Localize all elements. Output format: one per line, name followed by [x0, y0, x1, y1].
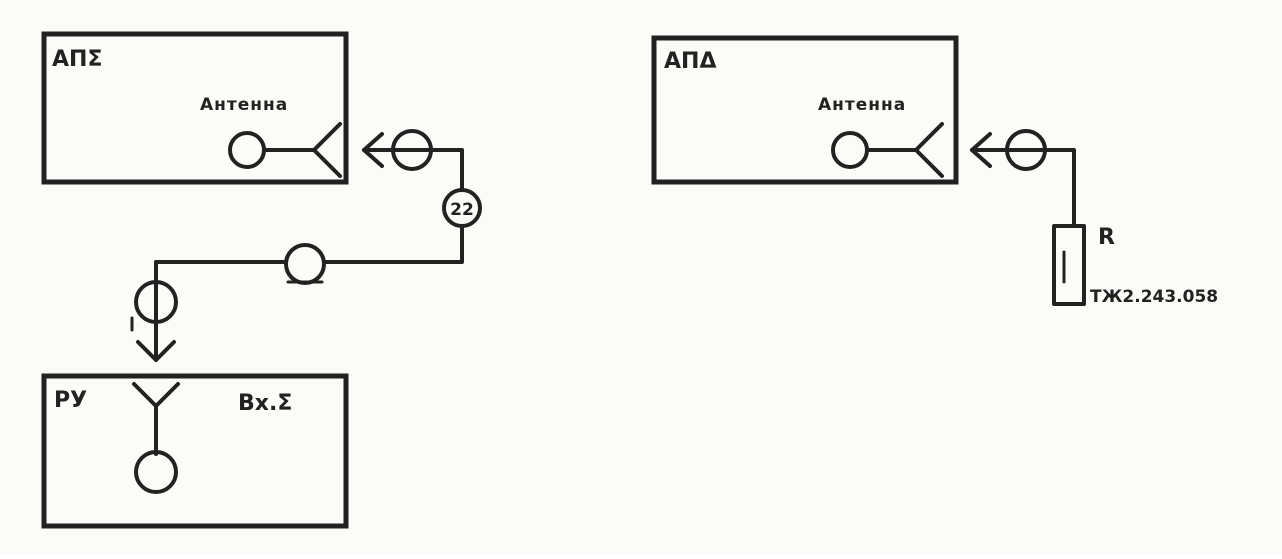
block-ru-label: РУ — [54, 388, 87, 413]
block-ru-input-connector — [132, 382, 180, 494]
block-apd: АПΔ Антенна — [651, 35, 959, 185]
block-aps-antenna-label: Антенна — [200, 95, 288, 115]
block-apd-frame — [651, 35, 959, 185]
cable-aps-ru: 22 — [130, 129, 482, 362]
plug-arrow-down-icon — [136, 340, 176, 362]
resistor-label: R — [1098, 225, 1115, 250]
block-ru-frame — [41, 373, 349, 529]
block-ru: РУ Вх.Σ — [41, 373, 349, 529]
block-apd-antenna-label: Антенна — [818, 95, 906, 115]
cable-mid-connector-icon — [284, 243, 326, 285]
block-aps-label: АПΣ — [52, 47, 102, 72]
resistor-designation: ТЖ2.243.058 — [1090, 287, 1218, 307]
block-ru-input-label: Вх.Σ — [238, 391, 292, 416]
block-apd-antenna-connector — [831, 122, 944, 178]
block-aps-frame — [41, 31, 349, 185]
resistor: R ТЖ2.243.058 — [1052, 224, 1218, 307]
resistor-icon — [1052, 224, 1086, 306]
cable-apd-resistor — [970, 129, 1076, 228]
block-aps-antenna-connector — [228, 122, 342, 178]
cable-marker-label: 22 — [450, 200, 474, 220]
block-apd-label: АПΔ — [664, 49, 716, 74]
block-aps: АПΣ Антенна — [41, 31, 349, 185]
